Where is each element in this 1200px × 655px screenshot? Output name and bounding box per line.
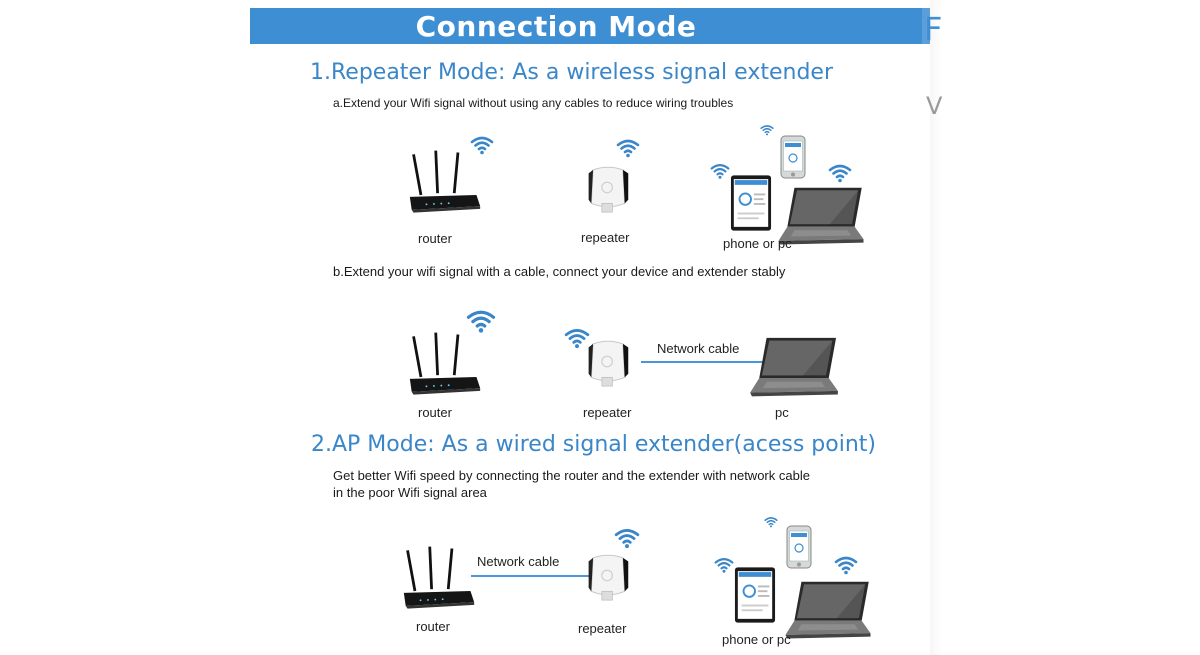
network-cable-line	[471, 575, 595, 577]
label-router: router	[418, 405, 452, 420]
right-header-strip	[922, 8, 930, 44]
laptop-icon	[750, 337, 838, 397]
subtitle-a: a.Extend your Wifi signal without using …	[333, 96, 734, 110]
cropped-glyph: V	[926, 92, 943, 120]
wifi-icon	[614, 528, 640, 550]
label-repeater: repeater	[581, 230, 630, 245]
wifi-icon	[760, 125, 774, 136]
repeater-icon	[588, 340, 629, 387]
phone-icon	[786, 525, 812, 569]
label-phone-or-pc: phone or pc	[722, 632, 791, 647]
section-title-ap: 2.AP Mode: As a wired signal extender(ac…	[311, 432, 876, 457]
label-phone-or-pc: phone or pc	[723, 236, 792, 251]
repeater-icon	[588, 166, 629, 213]
network-cable-label: Network cable	[477, 554, 560, 569]
wifi-icon	[616, 139, 640, 159]
router-icon	[402, 546, 476, 611]
router-icon	[408, 150, 482, 215]
section-title-repeater: 1.Repeater Mode: As a wireless signal ex…	[310, 60, 833, 85]
network-cable-label: Network cable	[657, 341, 740, 356]
label-router: router	[416, 619, 450, 634]
ap-description-line1: Get better Wifi speed by connecting the …	[333, 468, 810, 483]
laptop-icon	[785, 581, 871, 639]
label-repeater: repeater	[583, 405, 632, 420]
wifi-icon	[714, 557, 734, 574]
label-router: router	[418, 231, 452, 246]
network-cable-line	[641, 361, 775, 363]
wifi-icon	[710, 163, 730, 180]
phone-icon	[780, 135, 806, 179]
tablet-icon	[730, 174, 772, 232]
ap-description-line2: in the poor Wifi signal area	[333, 485, 487, 500]
wifi-icon	[828, 164, 852, 184]
right-edge-shadow	[930, 0, 942, 655]
tablet-icon	[734, 566, 776, 624]
wifi-icon	[564, 328, 590, 350]
cropped-glyph: F	[924, 10, 943, 48]
header-bar: Connection Mode	[250, 8, 922, 44]
page-title: Connection Mode	[415, 9, 697, 43]
wifi-icon	[470, 136, 494, 156]
repeater-icon	[588, 554, 629, 601]
wifi-icon	[764, 517, 778, 528]
router-icon	[408, 332, 482, 397]
label-repeater: repeater	[578, 621, 627, 636]
wifi-icon	[834, 556, 858, 576]
label-pc: pc	[775, 405, 789, 420]
wifi-icon	[466, 310, 496, 334]
subtitle-b: b.Extend your wifi signal with a cable, …	[333, 264, 786, 279]
